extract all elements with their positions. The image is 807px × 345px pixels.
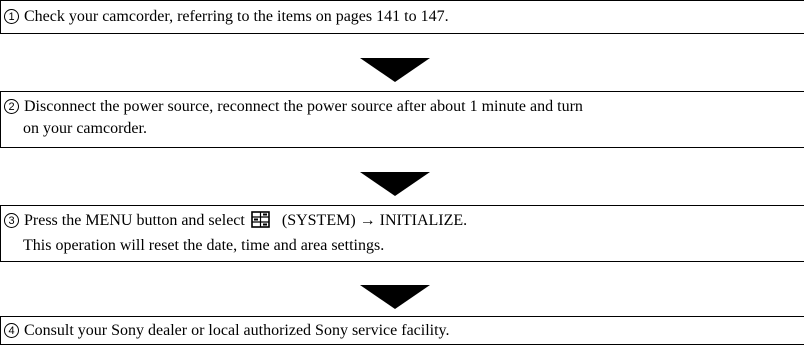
step-1-text: Check your camcorder, referring to the i…	[24, 8, 449, 25]
step-2-text-1: Disconnect the power source, reconnect t…	[24, 98, 583, 115]
step-3-line-1: 3 Press the MENU button and select (SYSTEM…	[4, 210, 804, 235]
step-2-box: 2 Disconnect the power source, reconnect …	[0, 91, 804, 148]
down-arrow-icon	[360, 172, 430, 196]
step-1-number: 1	[4, 9, 19, 24]
step-3-number: 3	[4, 213, 19, 228]
down-arrow-icon	[360, 285, 430, 309]
step-3-box: 3 Press the MENU button and select (SYSTEM…	[0, 205, 804, 262]
step-3-line-2: This operation will reset the date, time…	[23, 237, 385, 254]
step-1-box: 1 Check your camcorder, referring to the …	[0, 0, 804, 34]
step-2-line-1: 2 Disconnect the power source, reconnect …	[4, 96, 804, 118]
step-4-text: Consult your Sony dealer or local author…	[24, 322, 450, 339]
step-2-line-2: on your camcorder.	[23, 120, 147, 137]
down-arrow-icon	[360, 58, 430, 82]
step-3-text-before-icon: Press the MENU button and select	[24, 212, 245, 229]
step-2-number: 2	[4, 99, 19, 114]
step-4-line: 4 Consult your Sony dealer or local autho…	[4, 320, 804, 342]
step-1-line: 1 Check your camcorder, referring to the …	[4, 6, 804, 28]
step-4-number: 4	[4, 323, 19, 338]
step-3-text-after-icon: (SYSTEM) → INITIALIZE.	[281, 212, 468, 229]
system-settings-icon	[251, 211, 270, 235]
step-4-box: 4 Consult your Sony dealer or local autho…	[0, 316, 804, 345]
